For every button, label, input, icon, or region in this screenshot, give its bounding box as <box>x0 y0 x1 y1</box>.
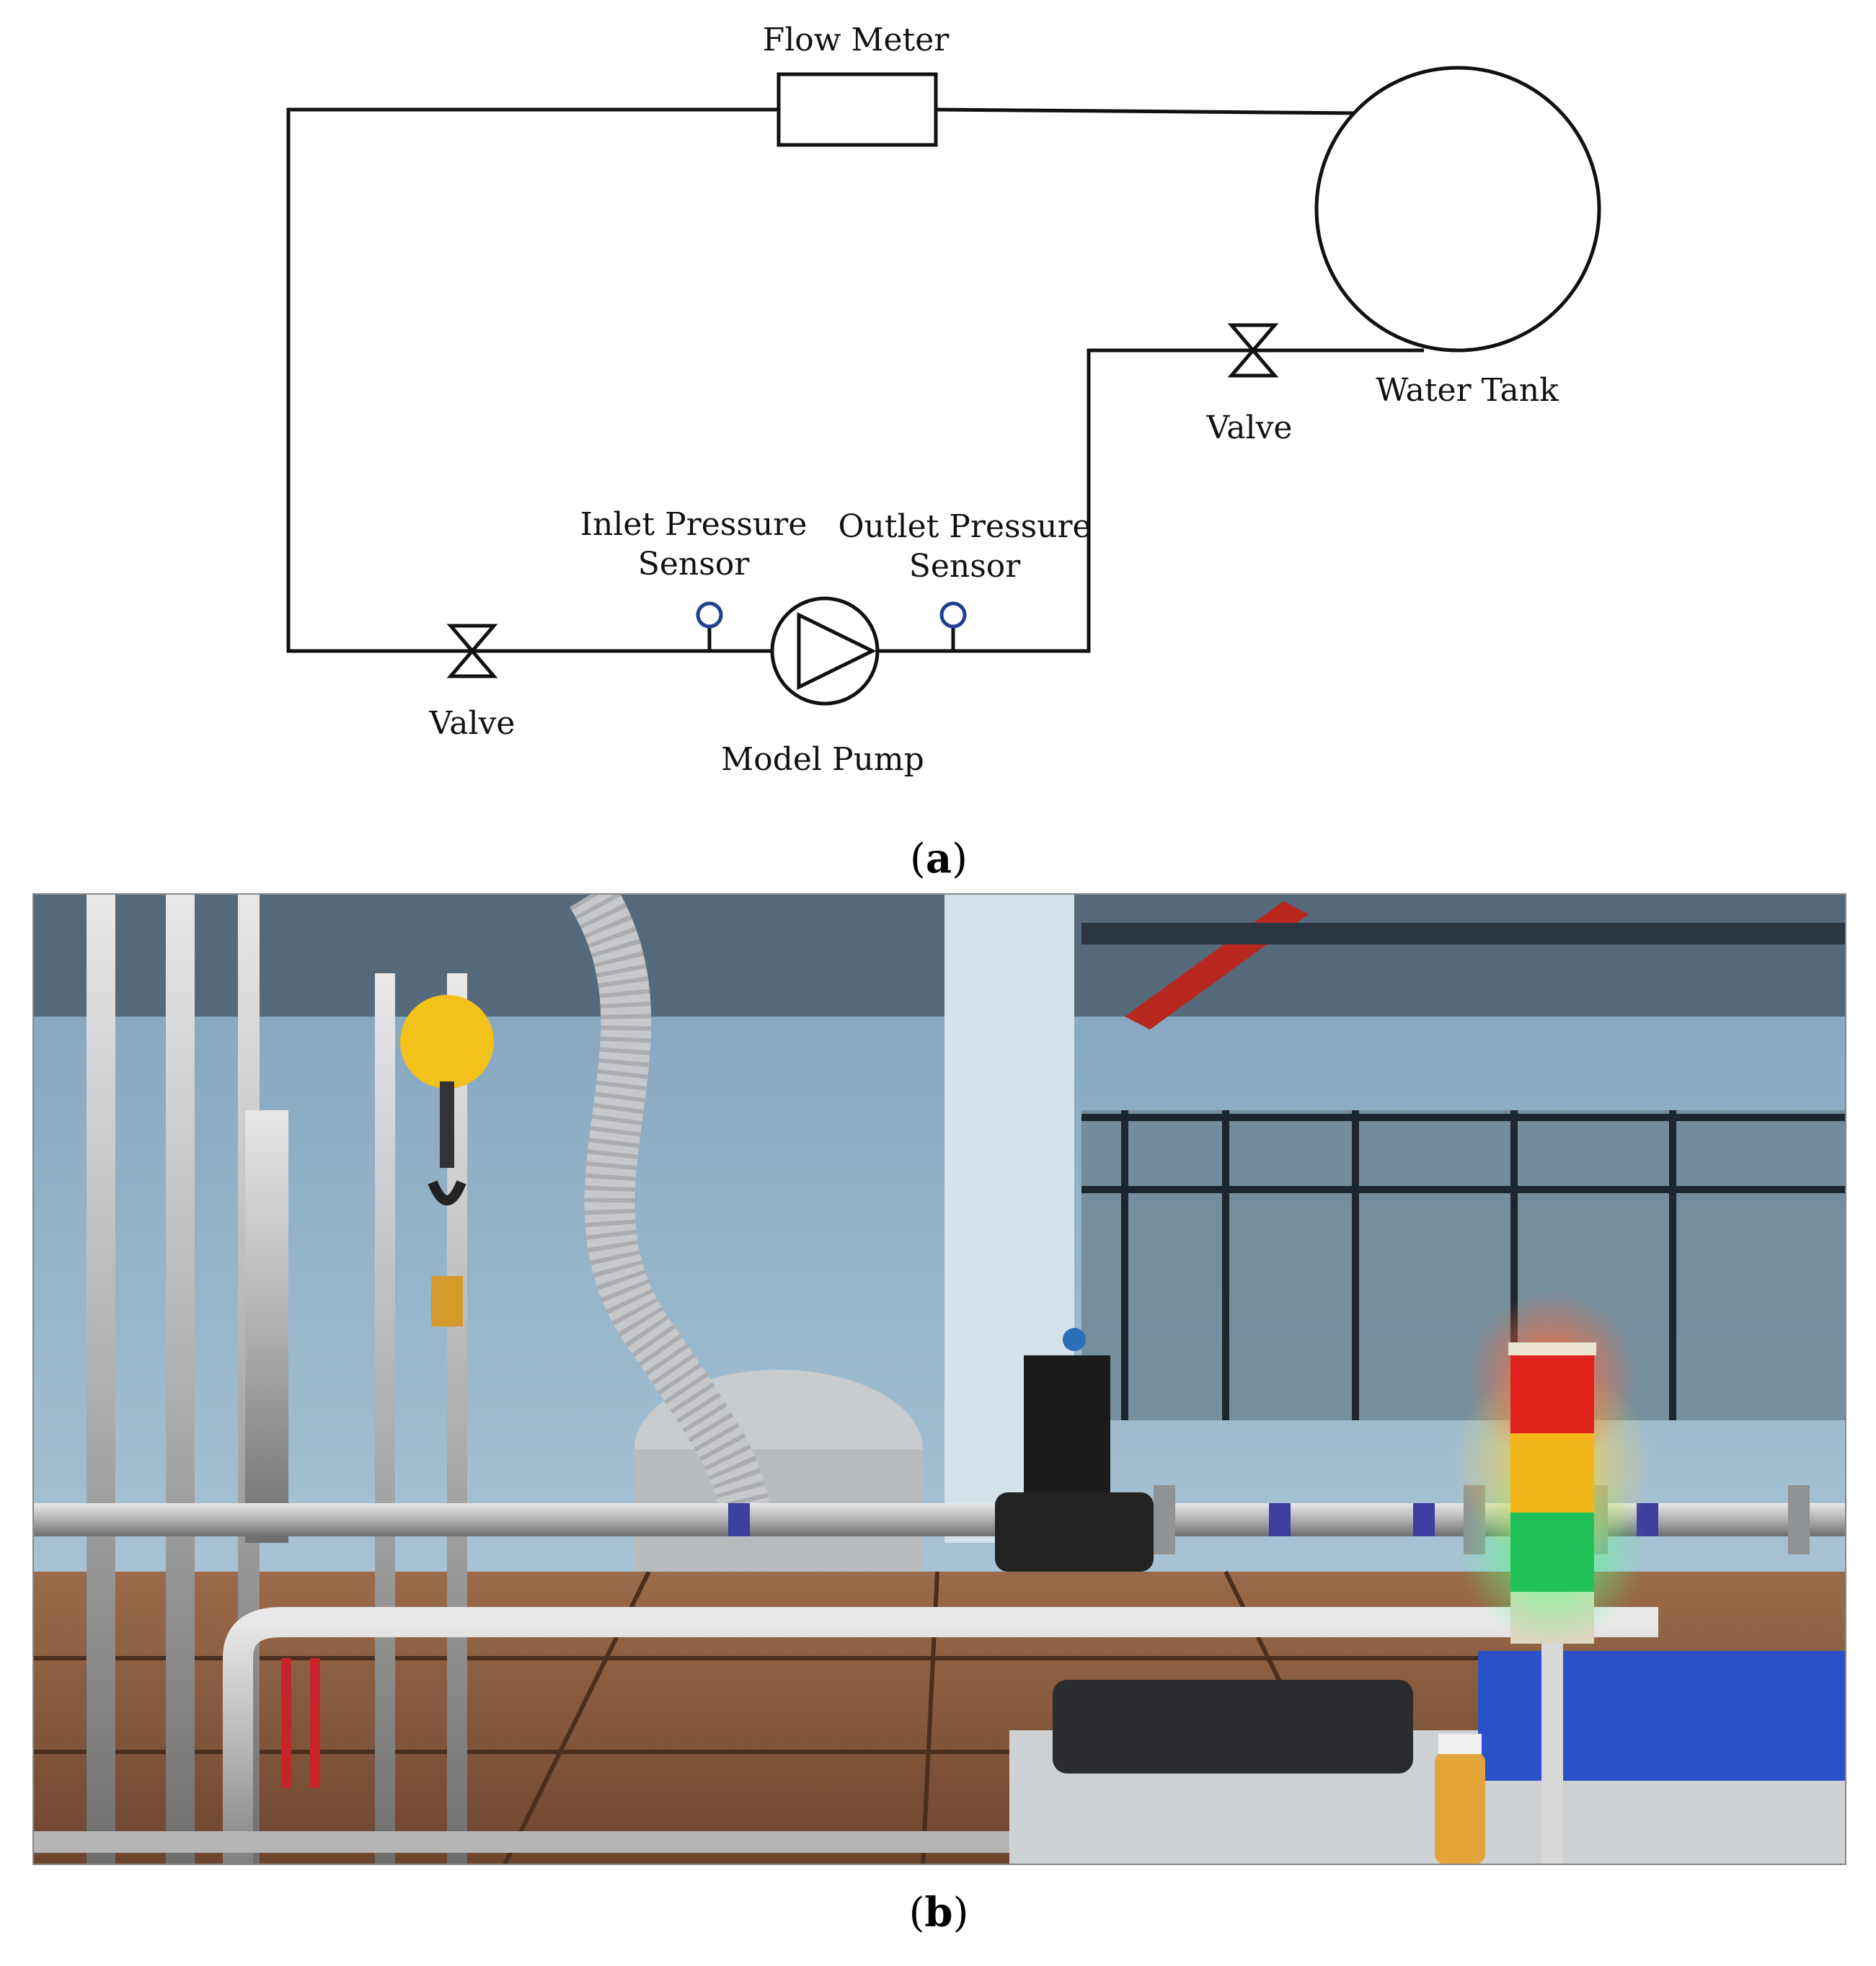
valve-right-label: Valve <box>1206 409 1293 446</box>
flow-meter-label: Flow Meter <box>763 22 950 58</box>
valve-left-symbol <box>446 624 498 678</box>
model-pump-label: Model Pump <box>721 741 924 778</box>
pipe-top-right <box>935 107 1360 115</box>
outlet-pressure-sensor-label-line1: Outlet Pressure <box>838 508 1091 545</box>
outlet-pressure-sensor-symbol <box>939 601 967 651</box>
valve-right-symbol <box>1227 323 1279 378</box>
outlet-pressure-sensor-label-line2: Sensor <box>909 548 1022 585</box>
pipe-top-left <box>286 107 779 653</box>
flow-meter-symbol <box>776 72 938 147</box>
caption-b: (b) <box>909 1889 969 1936</box>
valve-left-label: Valve <box>429 705 516 742</box>
water-tank-symbol <box>1314 66 1601 353</box>
caption-a: (a) <box>910 835 968 882</box>
schematic-panel: Flow Meter Water Tank Valve Valve Inlet … <box>286 22 1601 882</box>
inlet-pressure-sensor-label-line1: Inlet Pressure <box>580 506 808 543</box>
inlet-pressure-sensor-label-line2: Sensor <box>638 546 751 583</box>
water-tank-label: Water Tank <box>1376 372 1559 409</box>
inlet-pressure-sensor-symbol <box>696 601 723 651</box>
test-rig-photo <box>32 893 1846 1865</box>
pipe-right-return <box>878 348 1424 653</box>
model-pump-symbol <box>770 596 880 706</box>
